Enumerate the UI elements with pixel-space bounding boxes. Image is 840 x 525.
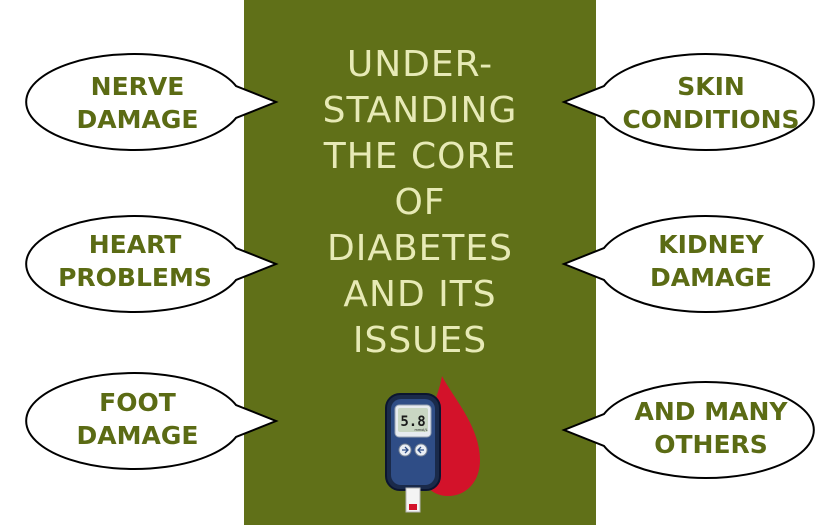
bubble-line: NERVE (90, 72, 185, 101)
bubble-line: DAMAGE (76, 421, 199, 450)
bubble-line: HEART (88, 230, 182, 259)
bubble-right-bottom-text: AND MANY OTHERS (600, 395, 822, 461)
title-line: ISSUES (352, 320, 488, 361)
meter-screen (398, 408, 428, 432)
meter-unit: mmol/L (414, 428, 427, 432)
bubble-line: DAMAGE (650, 263, 772, 292)
meter-button-left-arrow (402, 446, 409, 454)
meter-reading: 5.8 (400, 414, 425, 430)
bubble-right-top-text: SKIN CONDITIONS (600, 70, 822, 136)
bubble-line: OTHERS (654, 430, 768, 459)
bubble-right-top-shape (561, 53, 815, 151)
bubble-line: FOOT (99, 388, 176, 417)
bubble-right-bottom-shape (561, 381, 815, 479)
glucose-meter-icon: 5.8 mmol/L (385, 376, 480, 513)
title-line: DIABETES (327, 228, 513, 269)
title-line: STANDING (322, 90, 518, 131)
title-line: THE CORE (323, 136, 517, 177)
bubble-left-bottom-text: FOOT DAMAGE (30, 386, 245, 452)
bubble-left-top-text: NERVE DAMAGE (30, 70, 245, 136)
bubble-line: KIDNEY (658, 230, 764, 259)
bubble-right-mid-text: KIDNEY DAMAGE (600, 228, 822, 294)
title-line: OF (394, 182, 446, 223)
bubble-line: DAMAGE (76, 105, 199, 134)
bubble-line: CONDITIONS (622, 105, 800, 134)
bubble-line: AND MANY (634, 397, 788, 426)
bubble-left-mid-text: HEART PROBLEMS (25, 228, 245, 294)
title-line: AND ITS (343, 274, 497, 315)
bubble-left-bottom-shape (25, 372, 279, 470)
bubble-left-mid-shape (25, 215, 279, 313)
meter-button-right-arrow (417, 446, 424, 454)
infographic-title: UNDER- STANDING THE CORE OF DIABETES AND… (244, 42, 596, 364)
bubble-left-top-shape (25, 53, 279, 151)
bubble-right-mid-shape (561, 215, 815, 313)
meter-test-strip-blood (409, 504, 417, 510)
bubble-line: SKIN (677, 72, 745, 101)
bubble-line: PROBLEMS (58, 263, 212, 292)
title-line: UNDER- (346, 44, 494, 85)
